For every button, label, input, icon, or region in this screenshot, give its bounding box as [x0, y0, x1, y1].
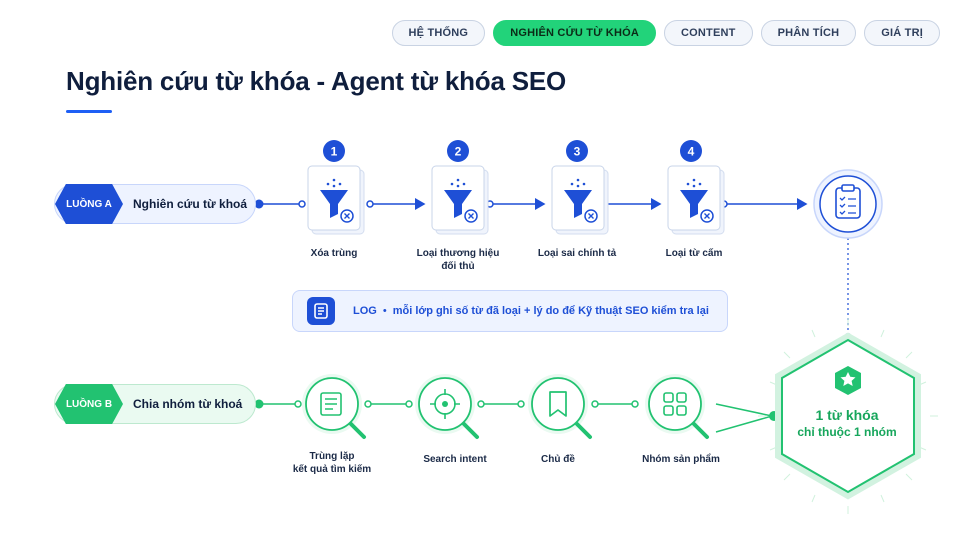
step-number-4: 4	[688, 145, 695, 159]
step-label-4: Loại từ cấm	[665, 248, 723, 259]
lane-a-label: LUỒNG A Nghiên cứu từ khoá	[54, 184, 256, 224]
lane-b-badge: LUỒNG B	[55, 384, 123, 424]
lane-b-step-label-3: Chủ đề	[541, 454, 575, 465]
lane-b-step-label-1-line-1: Trùng lặp	[309, 451, 355, 462]
funnel-icon	[564, 178, 598, 223]
title-underline	[66, 110, 112, 113]
nav-tab-phan-tich[interactable]: PHÂN TÍCH	[760, 20, 857, 46]
document-search-icon	[320, 392, 342, 416]
step-label-2-line-2: đối thủ	[441, 261, 475, 272]
result-line-1: 1 từ khóa	[815, 407, 879, 423]
target-icon	[430, 389, 460, 419]
log-list-icon	[307, 297, 335, 325]
top-nav: HỆ THỐNG NGHIÊN CỨU TỪ KHÓA CONTENT PHÂN…	[391, 20, 940, 46]
funnel-icon	[444, 178, 478, 223]
lane-b-step-label-4: Nhóm sản phẩm	[642, 454, 720, 465]
nav-tab-nghien-cuu-tu-khoa[interactable]: NGHIÊN CỨU TỪ KHÓA	[493, 20, 656, 46]
log-separator: •	[382, 305, 387, 317]
lane-b-step-label-2: Search intent	[423, 454, 487, 465]
lane-b-step-4	[645, 374, 709, 439]
result-hexagon	[758, 318, 938, 514]
lane-a-step-2	[431, 140, 489, 235]
grid-icon	[663, 392, 687, 416]
result-text: 1 từ khóa chỉ thuộc 1 nhóm	[788, 406, 906, 440]
lane-b-step-2	[415, 374, 479, 439]
log-title: LOG	[353, 305, 377, 317]
lane-b-title: Chia nhóm từ khoá	[133, 397, 243, 411]
log-text: mỗi lớp ghi số từ đã loại + lý do để Kỹ …	[392, 305, 709, 317]
lane-b-step-1	[302, 374, 366, 439]
nav-tab-he-thong[interactable]: HỆ THỐNG	[391, 20, 486, 46]
star-badge-icon	[835, 366, 861, 395]
bookmark-icon	[549, 391, 567, 417]
page-title: Nghiên cứu từ khóa - Agent từ khóa SEO	[66, 66, 567, 96]
result-line-2: chỉ thuộc 1 nhóm	[797, 425, 897, 439]
funnel-icon	[320, 178, 354, 223]
lane-a-step-4	[667, 140, 725, 235]
lane-a-step-1	[307, 140, 365, 235]
log-banner: LOG • mỗi lớp ghi số từ đã loại + lý do …	[292, 290, 728, 332]
nav-tab-gia-tri[interactable]: GIÁ TRỊ	[864, 20, 940, 46]
lane-b-step-label-1-line-2: kết quả tìm kiếm	[292, 464, 372, 475]
nav-tab-content[interactable]: CONTENT	[663, 20, 753, 46]
step-label-1: Xóa trùng	[310, 248, 358, 259]
step-number-2: 2	[455, 145, 462, 159]
lane-a-step-3	[551, 140, 609, 235]
step-number-3: 3	[574, 145, 581, 159]
lane-a-title: Nghiên cứu từ khoá	[133, 197, 248, 211]
lane-b-label: LUỒNG B Chia nhóm từ khoá	[54, 384, 256, 424]
funnel-icon	[680, 178, 714, 223]
step-number-1: 1	[331, 145, 338, 159]
step-label-3: Loại sai chính tả	[537, 248, 617, 259]
lane-a-badge: LUỒNG A	[55, 184, 123, 224]
lane-b-step-label-1: Trùng lặp kết quả tìm kiếm	[272, 450, 392, 476]
clipboard-checklist-icon	[813, 169, 883, 239]
lane-b-step-3	[528, 374, 592, 439]
step-label-2: Loại thương hiệu đối thủ	[408, 247, 508, 273]
step-label-2-line-1: Loại thương hiệu	[416, 248, 500, 259]
